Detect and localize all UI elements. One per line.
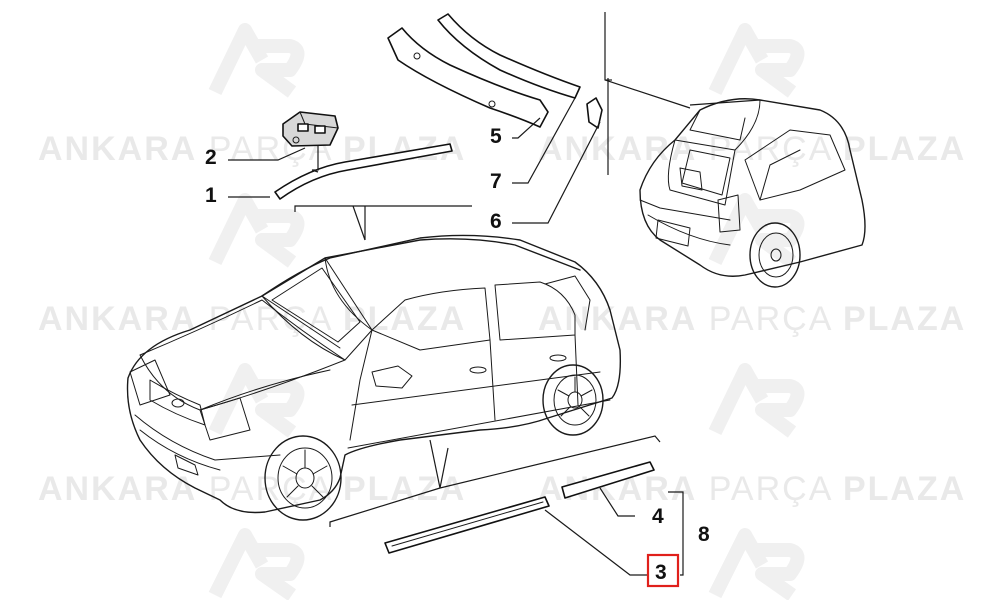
svg-text:ANKARA PARÇA PLAZA: ANKARA PARÇA PLAZA [538,470,966,508]
watermark-row: ANKARA PARÇA PLAZA ANKARA PARÇA PLAZA [38,470,966,508]
car-rear-view [639,98,866,288]
callout-highlight-box [646,553,680,588]
part-side-trim[interactable] [586,97,603,129]
watermark-logo [208,23,805,600]
watermark-row: ANKARA PARÇA PLAZA ANKARA PARÇA PLAZA [38,130,966,168]
callout-8[interactable]: 8 [698,523,710,546]
callout-6[interactable]: 6 [490,210,502,233]
svg-text:ANKARA PARÇA PLAZA: ANKARA PARÇA PLAZA [538,130,966,168]
svg-text:ANKARA PARÇA PLAZA: ANKARA PARÇA PLAZA [538,300,966,338]
callout-5[interactable]: 5 [490,125,502,148]
callout-4[interactable]: 4 [652,505,664,528]
part-clip[interactable] [282,111,339,147]
callout-7[interactable]: 7 [490,170,502,193]
leader-lines [228,12,761,576]
part-rear-side-moulding[interactable] [561,461,655,499]
part-front-side-moulding[interactable] [384,496,550,554]
car-front-view [126,234,622,521]
callouts: 2 1 5 7 6 4 8 3 [205,125,710,588]
svg-text:ANKARA PARÇA PLAZA: ANKARA PARÇA PLAZA [38,470,466,508]
callout-2[interactable]: 2 [205,146,217,169]
svg-text:ANKARA PARÇA PLAZA: ANKARA PARÇA PLAZA [38,300,466,338]
part-roof-trim[interactable] [274,143,453,200]
callout-3[interactable]: 3 [655,561,667,584]
part-spoiler-seal[interactable] [437,13,581,99]
svg-text:ANKARA PARÇA PLAZA: ANKARA PARÇA PLAZA [38,130,466,168]
watermark-row: ANKARA PARÇA PLAZA ANKARA PARÇA PLAZA [38,300,966,338]
part-rear-spoiler[interactable] [387,27,549,128]
callout-1[interactable]: 1 [205,184,217,207]
